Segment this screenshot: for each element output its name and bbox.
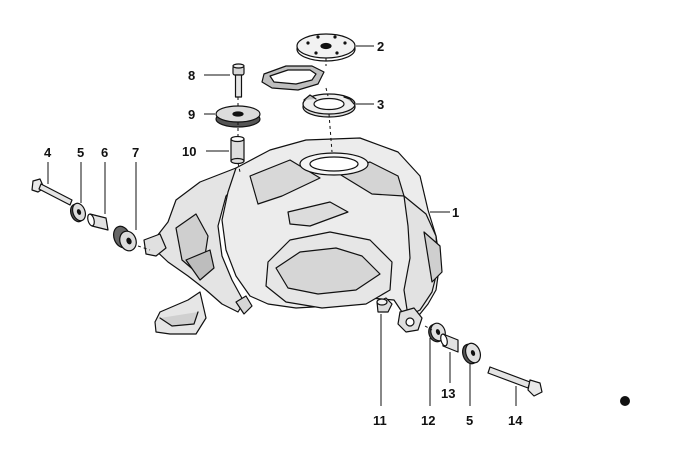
washer-5-right — [461, 342, 482, 365]
bolt-4 — [31, 178, 73, 206]
callout-5-right: 5 — [466, 413, 473, 428]
callout-10: 10 — [182, 144, 196, 159]
washer-5-left — [69, 202, 87, 223]
callout-7: 7 — [132, 145, 139, 160]
spacer-sleeve-10 — [230, 135, 245, 165]
callout-labels: 1 2 3 4 5 6 7 8 9 10 11 12 13 5 14 — [44, 39, 523, 428]
callout-8: 8 — [188, 68, 195, 83]
callout-4: 4 — [44, 145, 52, 160]
callout-11: 11 — [373, 413, 387, 428]
pump-cover-plate — [296, 33, 356, 62]
assembly-lines — [137, 58, 433, 331]
grommet-7 — [112, 225, 137, 252]
callout-6: 6 — [101, 145, 108, 160]
callout-9: 9 — [188, 107, 195, 122]
retaining-ring — [302, 93, 356, 118]
callout-13: 13 — [441, 386, 455, 401]
callout-3: 3 — [377, 97, 384, 112]
sleeve-6 — [87, 213, 109, 231]
callout-1: 1 — [452, 205, 459, 220]
sleeve-13 — [440, 333, 459, 353]
bolt-8 — [232, 63, 245, 98]
bolt-14 — [487, 366, 543, 397]
marker-dot — [620, 396, 630, 406]
callout-14: 14 — [508, 413, 523, 428]
callout-leaders — [47, 45, 517, 406]
rubber-washer-9 — [215, 105, 261, 128]
callout-2: 2 — [377, 39, 384, 54]
callout-5-left: 5 — [77, 145, 84, 160]
callout-12: 12 — [421, 413, 435, 428]
gasket — [261, 65, 325, 91]
stud-11 — [376, 297, 393, 313]
fuel-tank — [143, 137, 443, 335]
